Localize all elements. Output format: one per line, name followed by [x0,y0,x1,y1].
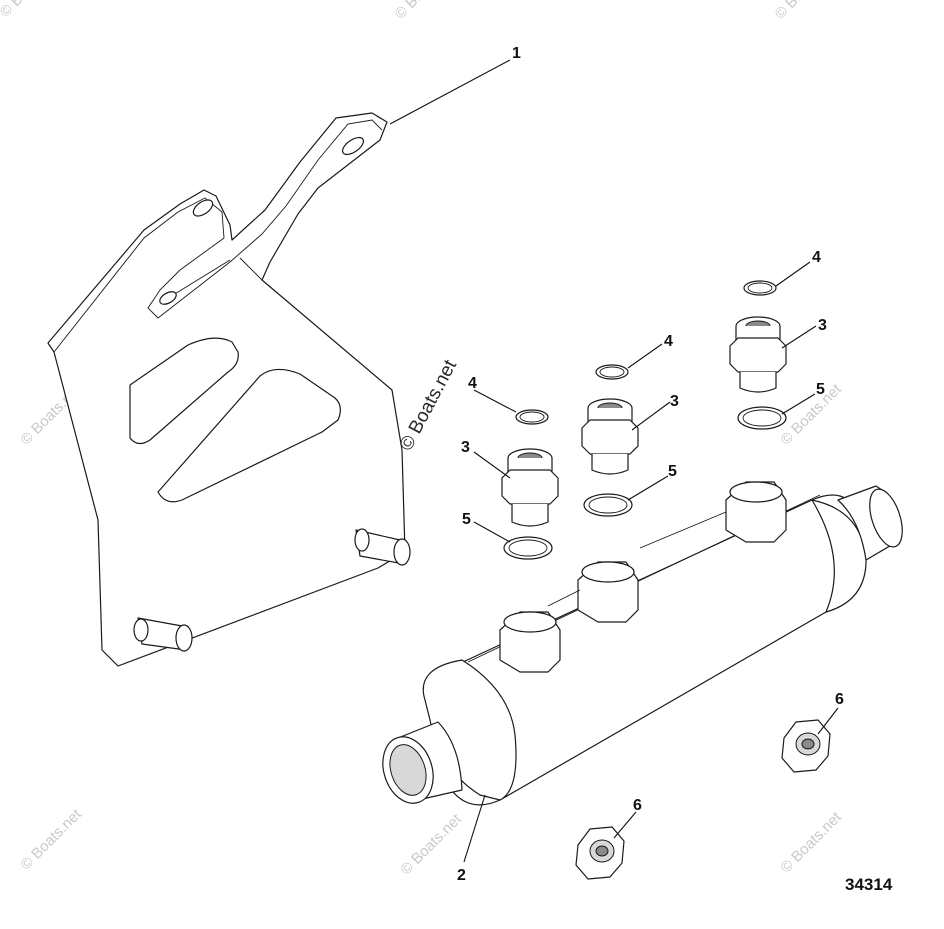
watermark-top-left: © Boats.net [0,0,65,21]
callout-5a: 5 [462,511,471,528]
bracket-outline [47,112,406,667]
bracket-slot-top [341,136,365,156]
nut-part-b [575,826,625,880]
oring-small-c [743,280,777,296]
fitting-part-a [501,448,559,527]
manifold-ridge [547,511,727,607]
callout-2: 2 [457,867,466,884]
leader-lines [389,59,839,863]
callout-1: 1 [512,45,521,62]
callout-4a: 4 [468,375,477,392]
callout-5c: 5 [816,381,825,398]
callout-3b: 3 [670,393,679,410]
bracket-slot-mid [192,199,214,217]
callout-4b: 4 [664,333,673,350]
manifold-right-cap [811,499,867,613]
leader-4c [775,261,811,287]
leader-3c [781,325,817,349]
watermark-main: © Boats.net [396,356,462,454]
watermark-top-right: © Boats.net [772,0,840,23]
leader-4b [627,343,663,369]
manifold-left-cap [422,659,517,801]
bracket-part [47,112,411,667]
callout-6b: 6 [633,797,642,814]
watermark-bottom-right: © Boats.net [777,808,845,876]
watermark-right-mid: © Boats.net [777,380,845,448]
bracket-cutout-upper [129,337,239,445]
oring-large-b [583,493,633,517]
fitting-part-b [581,398,639,475]
manifold-left-bore [389,744,427,796]
leader-6b [613,811,637,839]
leader-5b [627,475,669,501]
bracket-hole-small [159,291,177,305]
leader-5a [473,521,511,543]
manifold-right-opening [869,488,903,548]
watermark-bottom-left: © Boats.net [17,805,85,873]
manifold-port-2 [577,561,639,623]
callout-6a: 6 [835,691,844,708]
leader-2 [463,794,486,863]
diagram-reference-number: 34314 [845,875,893,894]
manifold-port-3 [725,481,787,543]
leader-6a [817,707,839,735]
watermark-bottom-mid: © Boats.net [397,810,465,878]
nut-part-a [781,719,831,773]
callout-5b: 5 [668,463,677,480]
leader-1 [389,59,511,125]
bracket-pin-left [133,617,193,652]
leader-3a [473,451,511,479]
callout-3a: 3 [461,439,470,456]
oring-large-a [503,536,553,560]
callout-3c: 3 [818,317,827,334]
watermark-top-mid: © Boats.net [392,0,460,23]
leader-4a [473,389,517,413]
manifold-part [382,481,903,806]
bracket-pin-right [354,528,411,566]
leader-5c [781,393,816,415]
oring-large-c [737,406,787,430]
callouts: 1 2 3 3 3 4 4 4 5 5 5 6 6 [457,45,844,884]
fitting-part-c [729,316,787,393]
oring-small-a [515,409,549,425]
oring-small-b [595,364,629,380]
callout-4c: 4 [812,249,821,266]
leader-3b [631,401,671,431]
manifold-port-1 [499,611,561,673]
bracket-cutout-lower [157,368,341,503]
bracket-edge [53,119,383,353]
